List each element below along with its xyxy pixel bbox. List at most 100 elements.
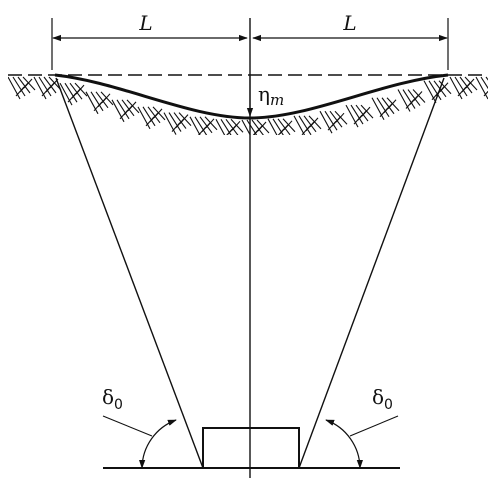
- hatch-stroke: [324, 110, 338, 131]
- hatch-stroke: [412, 89, 426, 103]
- hatch-stroke: [121, 99, 135, 117]
- dimension-label-left: L: [138, 11, 152, 35]
- hatch-stroke: [483, 86, 488, 97]
- hatch-stroke: [93, 101, 103, 112]
- angle-right-symbol: δ: [372, 385, 384, 409]
- hatch-stroke: [438, 80, 452, 95]
- hatch-stroke: [168, 112, 182, 132]
- hatch-stroke: [74, 82, 88, 97]
- hatch-stroke: [64, 82, 78, 103]
- hatch-stroke: [282, 118, 296, 133]
- hatch-stroke: [126, 99, 140, 114]
- hatch-stroke: [475, 76, 488, 100]
- hatch-stroke: [381, 97, 395, 115]
- hatch-stroke: [90, 91, 104, 112]
- hatch-stroke: [171, 122, 181, 132]
- hatch-stroke: [116, 99, 130, 120]
- hatch-stroke: [12, 76, 26, 97]
- hatch-stroke: [353, 114, 363, 125]
- hatch-stroke: [449, 76, 463, 100]
- hatch-stroke: [379, 107, 389, 118]
- hatch-stroke: [199, 116, 213, 134]
- hatch-stroke: [277, 118, 291, 135]
- hatch-stroke: [355, 104, 369, 122]
- hatch-stroke: [246, 119, 260, 135]
- angle-left-symbol: δ: [102, 385, 114, 409]
- hatch-stroke: [275, 128, 285, 135]
- hatch-stroke: [152, 106, 166, 121]
- hatch-stroke: [457, 86, 467, 97]
- hatch-stroke: [397, 89, 411, 112]
- angle-leader-left: [102, 415, 153, 437]
- hatch-stroke: [137, 106, 151, 130]
- hatch-stroke: [111, 99, 125, 123]
- hatch-stroke: [38, 76, 52, 97]
- soil-hatching: [8, 76, 488, 135]
- hatch-stroke: [173, 112, 187, 129]
- hatch-stroke: [223, 128, 233, 135]
- hatch-stroke: [178, 112, 192, 126]
- hatch-stroke: [100, 91, 114, 106]
- hatch-stroke: [194, 116, 208, 135]
- hatch-stroke: [402, 89, 416, 109]
- hatch-stroke: [22, 76, 36, 91]
- hatch-stroke: [43, 76, 57, 94]
- influence-line-right: [298, 77, 445, 469]
- hatch-stroke: [464, 76, 478, 91]
- hatch-stroke: [145, 116, 155, 127]
- hatch-stroke: [327, 120, 337, 131]
- hatch-stroke: [256, 119, 270, 134]
- dimension-label-right: L: [342, 11, 356, 35]
- hatch-stroke: [163, 112, 177, 135]
- hatch-stroke: [272, 118, 286, 135]
- hatch-stroke: [95, 91, 109, 109]
- extraction-panel: [202, 427, 300, 469]
- angle-left-subscript: 0: [114, 397, 123, 413]
- hatch-stroke: [119, 109, 129, 120]
- subsided-ground-surface: [54, 73, 449, 120]
- hatch-stroke: [85, 91, 99, 115]
- angle-label-right: δ0: [372, 385, 393, 413]
- hatch-stroke: [360, 104, 374, 119]
- hatch-stroke: [69, 82, 83, 100]
- hatch-stroke: [405, 99, 415, 109]
- hatch-stroke: [225, 118, 239, 135]
- angle-arc-right: [325, 419, 364, 469]
- hatch-stroke: [249, 129, 259, 135]
- hatch-stroke: [33, 76, 47, 100]
- hatch-stroke: [334, 110, 348, 125]
- hatch-stroke: [15, 86, 25, 97]
- hatch-stroke: [215, 119, 229, 135]
- hatch-stroke: [41, 86, 51, 97]
- hatch-stroke: [319, 110, 333, 134]
- influence-line-left: [55, 77, 204, 469]
- hatch-stroke: [376, 97, 390, 118]
- hatch-stroke: [241, 119, 255, 135]
- hatch-stroke: [329, 110, 343, 128]
- angle-arc-left: [138, 419, 177, 469]
- hatch-stroke: [350, 104, 364, 125]
- hatch-stroke: [298, 115, 312, 135]
- hatch-stroke: [303, 115, 317, 133]
- hatch-stroke: [423, 80, 437, 104]
- hatch-stroke: [308, 115, 322, 130]
- hatch-stroke: [59, 82, 73, 106]
- hatch-stroke: [407, 89, 421, 106]
- hatch-stroke: [8, 76, 21, 100]
- hatch-stroke: [267, 118, 281, 135]
- hatch-stroke: [17, 76, 31, 94]
- hatch-stroke: [197, 126, 207, 135]
- hatch-stroke: [386, 97, 400, 112]
- angle-right-subscript: 0: [384, 397, 393, 413]
- hatch-stroke: [371, 97, 385, 121]
- hatch-stroke: [67, 92, 77, 103]
- hatch-stroke: [293, 115, 307, 135]
- hatch-stroke: [220, 119, 234, 135]
- max-subsidence-symbol: η: [258, 82, 270, 106]
- hatch-stroke: [251, 119, 265, 135]
- angle-label-left: δ0: [102, 385, 123, 413]
- hatch-stroke: [345, 104, 359, 128]
- hatch-stroke: [480, 76, 488, 97]
- hatch-stroke: [459, 76, 473, 94]
